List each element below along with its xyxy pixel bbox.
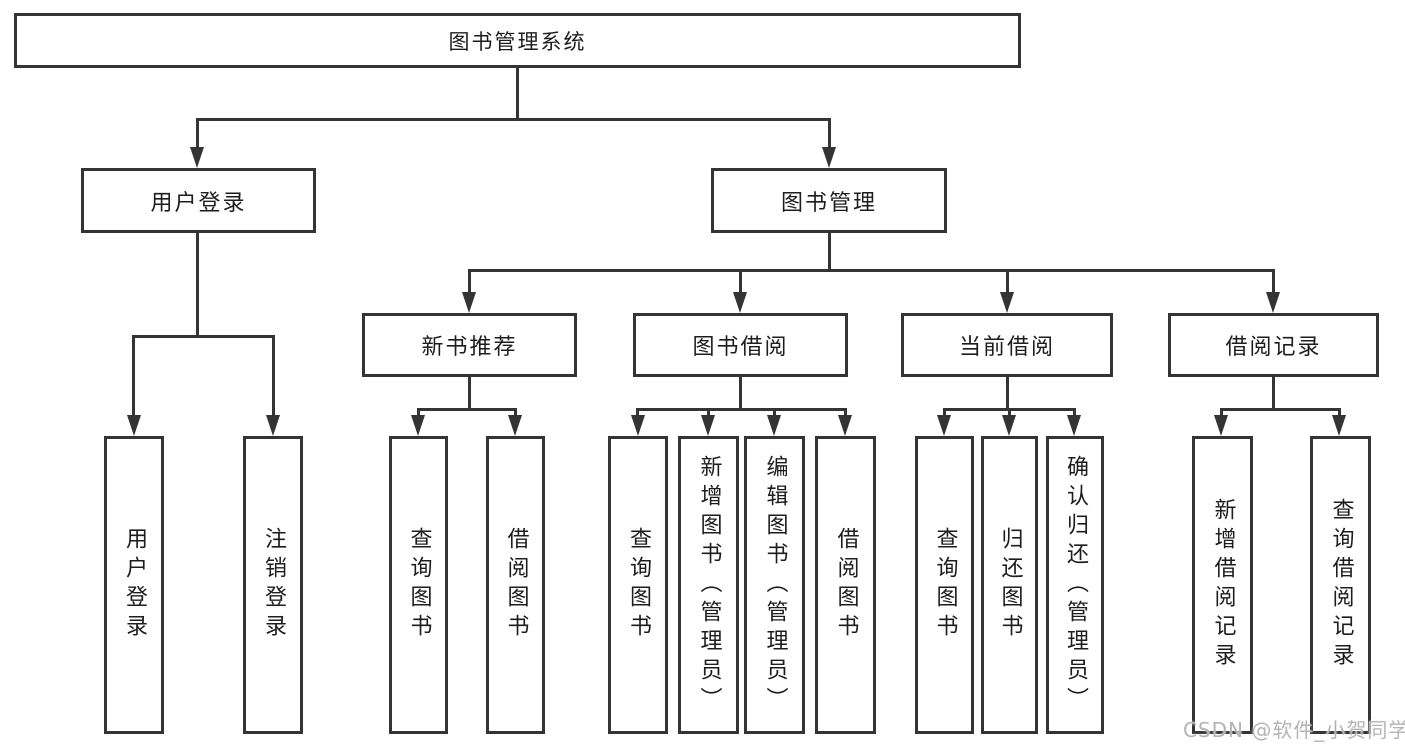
node-current-borrowing-label: 当前借阅 [958, 335, 1055, 360]
connector-to-borrow-books-2 [844, 408, 847, 417]
leaf-query-borrow-record: 查询借阅记录 [1310, 436, 1371, 734]
node-new-book-recommend-label: 新书推荐 [421, 335, 518, 360]
arrowhead-to-query-books-1 [411, 415, 425, 436]
node-book-borrowing: 图书借阅 [633, 313, 848, 377]
node-book-borrowing-label: 图书借阅 [692, 335, 789, 360]
connector-root-stem [516, 68, 519, 121]
connector-to-leaf-user-login [132, 335, 135, 417]
leaf-borrow-books-2: 借阅图书 [815, 436, 876, 734]
arrowhead-to-new-book [462, 292, 476, 313]
connector-to-borrowing-records [1272, 269, 1275, 294]
leaf-user-login: 用户登录 [104, 436, 164, 734]
connector-user-login-stem [196, 233, 199, 338]
connector-new-book-stem [468, 377, 471, 411]
arrowhead-to-borrow-books-2 [838, 415, 852, 436]
arrowhead-to-add-book [701, 415, 715, 436]
leaf-query-borrow-record-label: 查询借阅记录 [1328, 498, 1354, 672]
arrowhead-to-query-books-2 [631, 415, 645, 436]
node-borrowing-records-label: 借阅记录 [1225, 335, 1322, 360]
connector-to-query-record [1338, 408, 1341, 417]
leaf-add-book-admin-label: 新增图书（管理员） [696, 454, 722, 716]
arrowhead-to-current-borrowing [1000, 292, 1014, 313]
connector-to-confirm-return [1073, 408, 1076, 417]
connector-to-add-record [1220, 408, 1223, 417]
arrowhead-to-leaf-user-login [127, 415, 141, 436]
connector-to-return-books [1008, 408, 1011, 417]
connector-to-query-books-1 [417, 408, 420, 417]
node-root: 图书管理系统 [14, 13, 1021, 68]
connector-book-borrowing-stem [739, 377, 742, 411]
node-user-login-label: 用户登录 [150, 190, 247, 216]
connector-to-borrow-books-1 [514, 408, 517, 417]
leaf-add-borrow-record: 新增借阅记录 [1192, 436, 1253, 734]
connector-to-book-borrowing [739, 269, 742, 294]
node-borrowing-records: 借阅记录 [1168, 313, 1379, 377]
arrowhead-to-borrowing-records [1266, 292, 1280, 313]
connector-borrowing-records-split [1220, 408, 1341, 411]
arrowhead-to-book-management [822, 147, 836, 168]
leaf-confirm-return-admin-label: 确认归还（管理员） [1063, 454, 1088, 716]
csdn-watermark: CSDN @软件_小贺同学 [1183, 718, 1405, 742]
connector-to-query-books-3 [943, 408, 946, 417]
leaf-add-borrow-record-label: 新增借阅记录 [1210, 498, 1236, 672]
arrowhead-to-book-borrowing [733, 292, 747, 313]
arrowhead-to-add-record [1214, 415, 1228, 436]
leaf-logout-label: 注销登录 [261, 527, 286, 643]
leaf-borrow-books-1: 借阅图书 [486, 436, 545, 734]
node-new-book-recommend: 新书推荐 [362, 313, 577, 377]
connector-to-add-book [707, 408, 710, 417]
connector-book-borrowing-split [636, 408, 847, 411]
connector-borrowing-records-stem [1272, 377, 1275, 411]
connector-level2-split [468, 269, 1275, 272]
connector-to-new-book [468, 269, 471, 294]
arrowhead-to-leaf-logout [266, 415, 280, 436]
node-user-login: 用户登录 [81, 168, 316, 233]
connector-to-current-borrowing [1006, 269, 1009, 294]
connector-current-borrowing-stem [1006, 377, 1009, 411]
node-book-management-label: 图书管理 [780, 190, 877, 216]
leaf-user-login-label: 用户登录 [122, 527, 147, 643]
leaf-confirm-return-admin: 确认归还（管理员） [1046, 436, 1104, 734]
connector-book-management-stem [828, 233, 831, 272]
leaf-return-books-label: 归还图书 [997, 527, 1023, 643]
connector-to-book-management [828, 118, 831, 149]
leaf-query-books-1-label: 查询图书 [406, 527, 432, 643]
leaf-edit-book-admin: 编辑图书（管理员） [744, 436, 805, 734]
connector-to-leaf-logout [272, 335, 275, 417]
leaf-edit-book-admin-label: 编辑图书（管理员） [762, 454, 788, 716]
leaf-query-books-1: 查询图书 [389, 436, 448, 734]
arrowhead-to-edit-book [767, 415, 781, 436]
leaf-query-books-2: 查询图书 [608, 436, 668, 734]
leaf-query-books-3: 查询图书 [915, 436, 974, 734]
arrowhead-to-confirm-return [1067, 415, 1081, 436]
leaf-logout: 注销登录 [243, 436, 303, 734]
arrowhead-to-query-record [1332, 415, 1346, 436]
leaf-query-books-2-label: 查询图书 [626, 527, 651, 643]
arrowhead-to-return-books [1002, 415, 1016, 436]
node-root-label: 图书管理系统 [448, 29, 587, 54]
leaf-query-books-3-label: 查询图书 [932, 527, 958, 643]
leaf-borrow-books-2-label: 借阅图书 [833, 527, 859, 643]
leaf-borrow-books-1-label: 借阅图书 [503, 527, 529, 643]
node-book-management: 图书管理 [711, 168, 947, 233]
connector-to-edit-book [773, 408, 776, 417]
arrowhead-to-user-login [190, 147, 204, 168]
arrowhead-to-borrow-books-1 [508, 415, 522, 436]
connector-user-login-split [132, 335, 274, 338]
connector-level1-split [196, 118, 831, 121]
connector-to-query-books-2 [636, 408, 639, 417]
arrowhead-to-query-books-3 [937, 415, 951, 436]
leaf-add-book-admin: 新增图书（管理员） [678, 436, 739, 734]
node-current-borrowing: 当前借阅 [901, 313, 1113, 377]
leaf-return-books: 归还图书 [981, 436, 1038, 734]
connector-to-user-login [196, 118, 199, 149]
connector-new-book-split [417, 408, 517, 411]
